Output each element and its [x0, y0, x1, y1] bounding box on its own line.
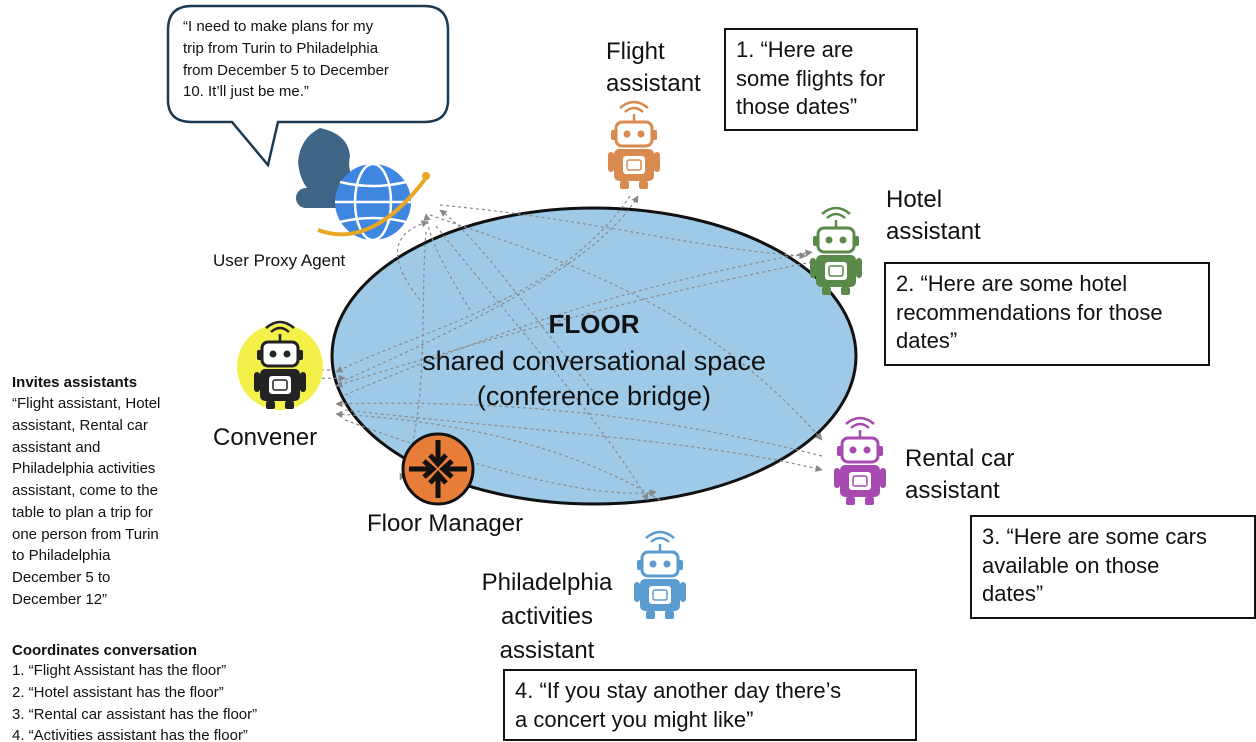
robot-icon [634, 530, 686, 619]
flight-message-box: 1. “Here are some flights for those date… [724, 28, 918, 131]
user-proxy-label: User Proxy Agent [213, 251, 346, 270]
floor-manager-label: Floor Manager [367, 510, 524, 537]
activities-assistant-label: Philadelphia activities assistant [481, 569, 613, 665]
floor-ellipse [330, 206, 858, 506]
coordination-item: 1. “Flight Assistant has the floor” [12, 662, 227, 679]
speech-bubble [166, 4, 450, 168]
rental-car-message-box: 3. “Here are some cars available on thos… [970, 515, 1256, 619]
floor-subtitle-line1: shared conversational space [422, 346, 766, 376]
coordination-item: 2. “Hotel assistant has the floor” [12, 683, 224, 701]
invites-heading: Invites assistants [12, 374, 138, 391]
floor-title: FLOOR [548, 309, 640, 339]
coordination-list: 1. “Flight Assistant has the floor” 2. “… [12, 660, 257, 742]
hotel-message-box: 2. “Here are some hotel recommendations … [884, 262, 1210, 366]
robot-icon [608, 100, 660, 189]
invites-text: “Flight assistant, Hotel assistant, Rent… [12, 395, 161, 608]
robot-icon [834, 416, 886, 505]
arrows-in-icon [401, 432, 475, 506]
rental-car-assistant-label: Rental car assistant [905, 445, 1015, 505]
coordination-item: 3. “Rental car assistant has the floor” [12, 705, 258, 723]
coordination-item: 4. “Activities assistant has the floor” [12, 727, 248, 742]
floor-subtitle-line2: (conference bridge) [476, 381, 712, 411]
activities-message-box: 4. “If you stay another day there’s a co… [503, 669, 917, 741]
flight-assistant-label: Flight assistant [606, 38, 701, 98]
hotel-assistant-label: Hotel assistant [886, 186, 981, 246]
robot-icon [254, 320, 306, 409]
user-speech: “I need to make plans for my trip from T… [183, 18, 389, 101]
convener-label: Convener [213, 424, 318, 451]
robot-icon [810, 206, 862, 295]
coordinates-heading: Coordinates conversation [12, 642, 198, 659]
globe-icon [317, 162, 430, 242]
